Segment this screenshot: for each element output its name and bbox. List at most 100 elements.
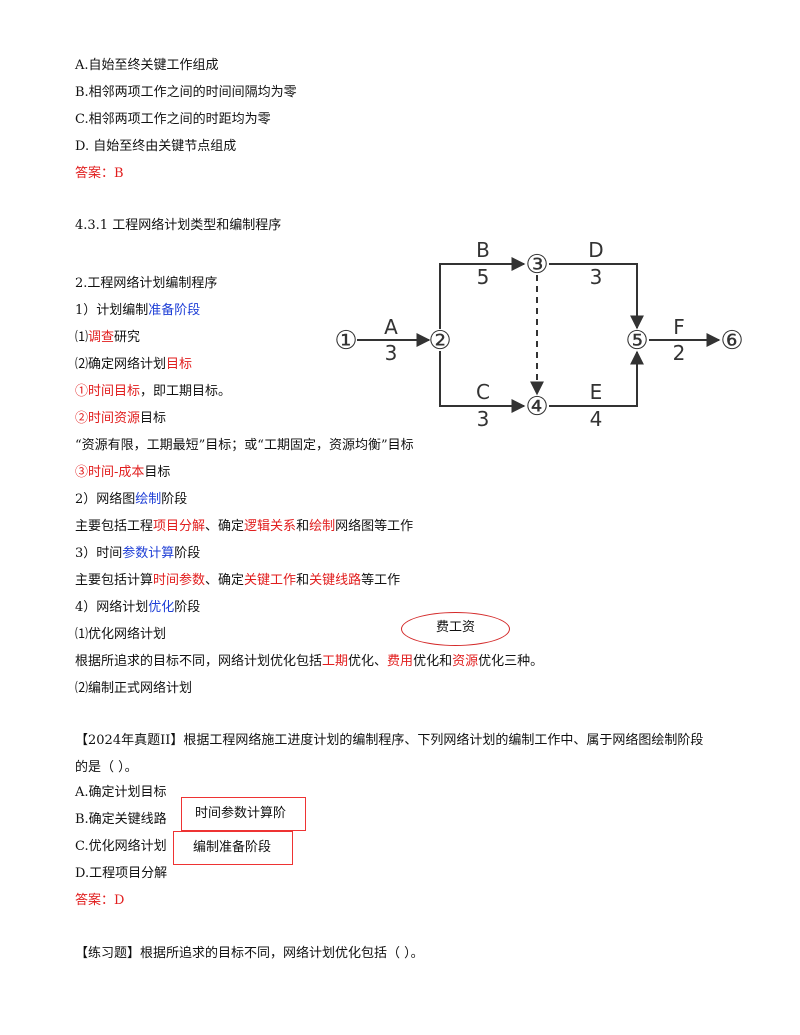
keyword-cost: 费用 (387, 654, 414, 669)
stage-3: 3）时间参数计算阶段 (75, 546, 200, 562)
edge-3-5 (549, 263, 644, 330)
stage-4: 4）网络计划优化阶段 (75, 600, 200, 616)
activity-e-duration: 4 (590, 407, 603, 431)
line-target: ⑵确定网络计划目标 (75, 357, 192, 373)
activity-c-name: C (476, 380, 490, 404)
keyword-duration: 工期 (322, 654, 349, 669)
line-time-cost-keyword: 时间-成本 (88, 465, 145, 480)
text: 优化、 (348, 654, 388, 669)
activity-b-name: B (476, 238, 490, 262)
stage-4-keyword: 优化 (148, 600, 175, 615)
line-survey-suffix: 研究 (114, 330, 141, 345)
line-optimize: ⑴优化网络计划 (75, 627, 167, 642)
activity-f-duration: 2 (673, 341, 686, 365)
q3-stem: 【练习题】根据所追求的目标不同，网络计划优化包括（ ）。 (75, 946, 424, 961)
text: 和 (296, 519, 310, 534)
q1-option-d: D. 自始至终由关键节点组成 (75, 139, 237, 154)
stage-2-keyword: 绘制 (135, 492, 162, 507)
activity-c-duration: 3 (477, 407, 490, 431)
node-2: ② (428, 326, 451, 356)
keyword-critical-work: 关键工作 (244, 573, 297, 588)
text: 、确定 (205, 573, 245, 588)
stage-4-prefix: 4）网络计划 (75, 600, 149, 615)
line-time-cost: ③时间-成本目标 (75, 465, 170, 481)
stage-2: 2）网络图绘制阶段 (75, 492, 187, 508)
stage-4-suffix: 阶段 (174, 600, 201, 615)
keyword-time-params: 时间参数 (153, 573, 206, 588)
node-6: ⑥ (720, 326, 743, 356)
edge-2-3 (439, 257, 526, 329)
line-survey-keyword: 调查 (88, 330, 115, 345)
text: 根据所追求的目标不同，网络计划优化包括 (75, 654, 323, 669)
line-optimize-types: 根据所追求的目标不同，网络计划优化包括工期优化、费用优化和资源优化三种。 (75, 654, 543, 670)
q1-answer: 答案：B (75, 166, 124, 181)
section-subheading: 2.工程网络计划编制程序 (75, 276, 218, 291)
q1-option-a: A.自始至终关键工作组成 (75, 58, 219, 73)
q1-option-c: C.相邻两项工作之间的时距均为零 (75, 112, 271, 127)
edge-4-5 (549, 350, 644, 407)
activity-a-name: A (384, 315, 398, 339)
text: 等工作 (361, 573, 401, 588)
text: 、确定 (205, 519, 245, 534)
activity-a-duration: 3 (385, 341, 398, 365)
q2-option-b: B.确定关键线路 (75, 812, 167, 827)
text: 优化三种。 (478, 654, 544, 669)
activity-d-duration: 3 (590, 265, 603, 289)
keyword-resource: 资源 (452, 654, 479, 669)
text: 网络图等工作 (335, 519, 414, 534)
annotation-oval-text: 费工资 (435, 620, 475, 635)
q2-option-c: C.优化网络计划 (75, 839, 167, 854)
line-survey-num: ⑴ (75, 330, 89, 345)
line-stage-3-detail: 主要包括计算时间参数、确定关键工作和关键线路等工作 (75, 573, 400, 589)
line-resource-note: “资源有限，工期最短”目标；或“工期固定，资源均衡”目标 (75, 438, 414, 453)
text: 主要包括计算 (75, 573, 154, 588)
note-box-b: 时间参数计算阶 (181, 797, 306, 831)
text: 主要包括工程 (75, 519, 154, 534)
text: 优化和 (413, 654, 453, 669)
note-box-c: 编制准备阶段 (173, 831, 293, 865)
node-1: ① (334, 326, 357, 356)
keyword-logic: 逻辑关系 (244, 519, 297, 534)
q2-option-d: D.工程项目分解 (75, 866, 168, 881)
stage-1-prefix: 1）计划编制 (75, 303, 149, 318)
stage-1: 1）计划编制准备阶段 (75, 303, 200, 319)
note-box-b-text: 时间参数计算阶 (195, 806, 287, 821)
q1-option-b: B.相邻两项工作之间的时间间隔均为零 (75, 85, 297, 100)
line-time-resource-keyword: 时间资源 (88, 411, 141, 426)
stage-1-keyword: 准备阶段 (148, 303, 201, 318)
section-heading: 4.3.1 工程网络计划类型和编制程序 (75, 218, 282, 233)
activity-b-duration: 5 (477, 265, 490, 289)
stage-3-keyword: 参数计算 (122, 546, 175, 561)
line-time-resource-suffix: 目标 (140, 411, 167, 426)
line-time-resource-num: ② (75, 411, 89, 426)
line-time-resource: ②时间资源目标 (75, 411, 166, 427)
activity-f-name: F (673, 315, 685, 339)
line-time-target: ①时间目标，即工期目标。 (75, 384, 231, 400)
line-survey: ⑴调查研究 (75, 330, 140, 346)
line-time-target-keyword: 时间目标 (88, 384, 141, 399)
line-target-keyword: 目标 (166, 357, 193, 372)
activity-e-name: E (590, 380, 603, 404)
keyword-critical-path: 关键线路 (309, 573, 362, 588)
stage-3-prefix: 3）时间 (75, 546, 123, 561)
text: 和 (296, 573, 310, 588)
stage-3-suffix: 阶段 (174, 546, 201, 561)
keyword-draw: 绘制 (309, 519, 336, 534)
q2-answer: 答案：D (75, 893, 125, 908)
stage-2-prefix: 2）网络图 (75, 492, 136, 507)
q2-stem-line-1: 【2024年真题II】根据工程网络施工进度计划的编制程序、下列网络计划的编制工作… (75, 733, 704, 748)
annotation-oval (401, 612, 510, 646)
line-time-cost-suffix: 目标 (144, 465, 171, 480)
q2-option-a: A.确定计划目标 (75, 785, 167, 800)
line-time-target-num: ① (75, 384, 89, 399)
node-5: ⑤ (625, 326, 648, 356)
q2-stem-line-2: 的是（ ）。 (75, 760, 138, 775)
line-formal-plan: ⑵编制正式网络计划 (75, 681, 193, 696)
stage-2-suffix: 阶段 (161, 492, 188, 507)
line-time-target-suffix: ，即工期目标。 (140, 384, 232, 399)
line-time-cost-num: ③ (75, 465, 89, 480)
node-4: ④ (525, 392, 548, 422)
node-3: ③ (525, 250, 548, 280)
keyword-project-breakdown: 项目分解 (153, 519, 206, 534)
